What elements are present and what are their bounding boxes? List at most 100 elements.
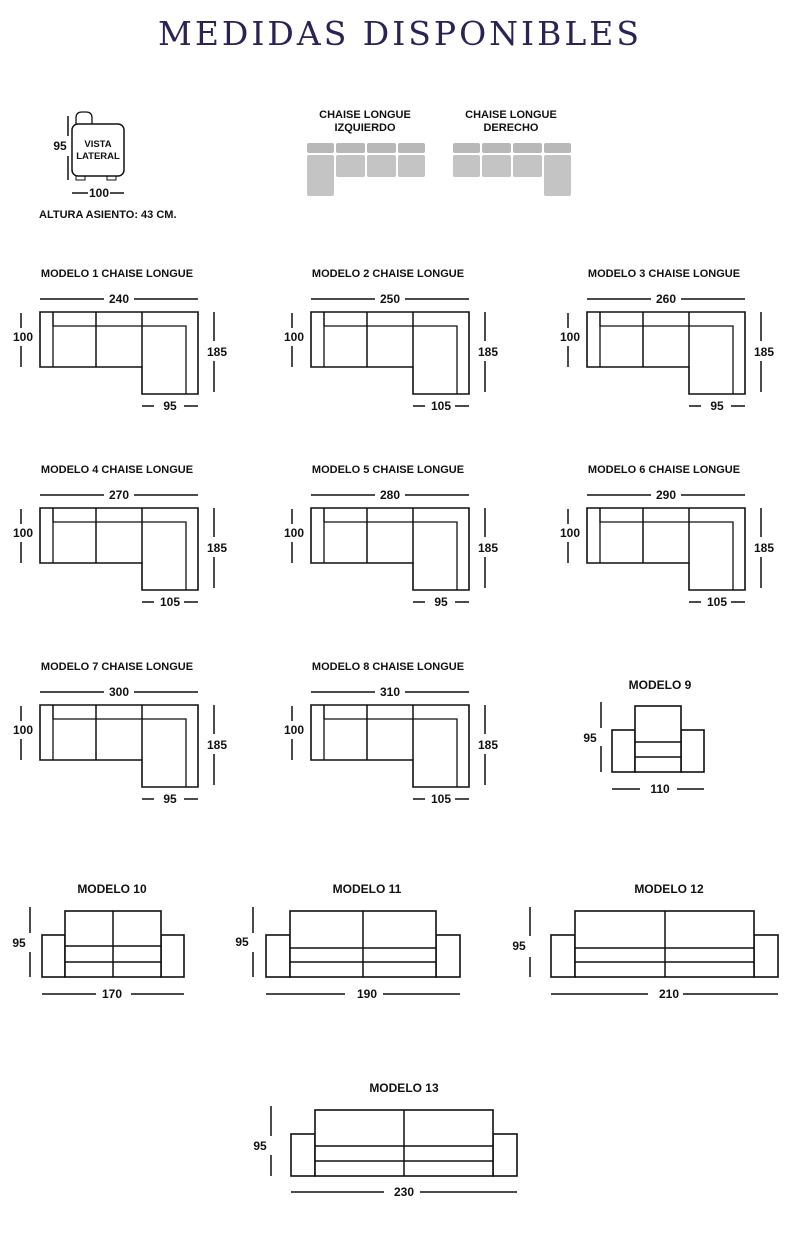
chaise-models-group: MODELO 1 CHAISE LONGUE24010018595MODELO … <box>13 268 774 806</box>
model-title: MODELO 11 <box>333 882 402 896</box>
depth-dimension: 100 <box>560 526 580 540</box>
arm-right <box>680 729 705 773</box>
chaise-left-label-1: CHAISE LONGUE <box>319 109 411 121</box>
width-dimension: 230 <box>394 1185 414 1199</box>
backrest-line <box>323 325 458 394</box>
chaise-width-dimension: 95 <box>434 595 448 609</box>
sofa-outline <box>39 311 199 395</box>
side-view-depth: 100 <box>89 186 109 200</box>
side-view: VISTA LATERAL 95 100 ALTURA ASIENTO: 43 … <box>39 111 177 221</box>
chaise-model-1: MODELO 1 CHAISE LONGUE 240 100 185 95 <box>13 268 227 413</box>
backrest-line <box>599 325 734 394</box>
arm-left <box>265 934 291 978</box>
arm-left <box>550 934 576 978</box>
total-depth-dimension: 185 <box>478 738 498 752</box>
width-dimension: 170 <box>102 987 122 1001</box>
arm-left <box>611 729 636 773</box>
model-title: MODELO 9 <box>629 678 692 692</box>
model-title: MODELO 4 CHAISE LONGUE <box>41 464 193 476</box>
sofa-outline <box>586 311 746 395</box>
backrest-line <box>323 521 458 590</box>
chaise-width-dimension: 95 <box>710 399 724 413</box>
side-view-height: 95 <box>53 139 67 153</box>
backrest-line <box>52 718 187 787</box>
sofa-model-9: MODELO 9 95 110 <box>583 678 705 796</box>
chaise-width-dimension: 105 <box>160 595 180 609</box>
arm-right <box>492 1133 518 1177</box>
backrest-line <box>52 325 187 394</box>
model-title: MODELO 7 CHAISE LONGUE <box>41 661 193 673</box>
chaise-right-label-1: CHAISE LONGUE <box>465 109 557 121</box>
side-view-label-2: LATERAL <box>76 151 120 162</box>
backrest-line <box>52 521 187 590</box>
total-depth-dimension: 185 <box>478 345 498 359</box>
chaise-right-label-2: DERECHO <box>483 122 538 134</box>
chaise-width-dimension: 95 <box>163 792 177 806</box>
width-dimension: 210 <box>659 987 679 1001</box>
total-depth-dimension: 185 <box>207 345 227 359</box>
side-view-outline <box>71 123 125 177</box>
model-title: MODELO 13 <box>369 1081 439 1095</box>
sofa-outline <box>586 507 746 591</box>
height-dimension: 95 <box>583 731 597 745</box>
width-dimension: 110 <box>650 782 670 796</box>
total-depth-dimension: 185 <box>478 541 498 555</box>
width-dimension: 310 <box>380 685 400 699</box>
model-title: MODELO 6 CHAISE LONGUE <box>588 464 740 476</box>
depth-dimension: 100 <box>284 330 304 344</box>
model-title: MODELO 8 CHAISE LONGUE <box>312 661 464 673</box>
model-title: MODELO 12 <box>634 882 704 896</box>
backrest <box>634 705 682 773</box>
chaise-model-4: MODELO 4 CHAISE LONGUE 270 100 185 105 <box>13 464 227 609</box>
depth-dimension: 100 <box>13 330 33 344</box>
depth-dimension: 100 <box>560 330 580 344</box>
chaise-width-dimension: 95 <box>163 399 177 413</box>
total-depth-dimension: 185 <box>207 541 227 555</box>
depth-dimension: 100 <box>13 723 33 737</box>
arm-left <box>290 1133 316 1177</box>
width-dimension: 270 <box>109 488 129 502</box>
chaise-width-dimension: 105 <box>431 792 451 806</box>
width-dimension: 250 <box>380 292 400 306</box>
depth-dimension: 100 <box>284 723 304 737</box>
backrest-line <box>599 521 734 590</box>
depth-dimension: 100 <box>13 526 33 540</box>
model-title: MODELO 1 CHAISE LONGUE <box>41 268 193 280</box>
model-title: MODELO 10 <box>77 882 147 896</box>
width-dimension: 290 <box>656 488 676 502</box>
width-dimension: 300 <box>109 685 129 699</box>
backrest-line <box>323 718 458 787</box>
sofa-model-12: MODELO 12 95 210 <box>512 882 779 1001</box>
chaise-left-label-2: IZQUIERDO <box>334 122 396 134</box>
chaise-width-dimension: 105 <box>431 399 451 413</box>
chaise-model-8: MODELO 8 CHAISE LONGUE 310 100 185 105 <box>284 661 498 806</box>
chaise-right-render: CHAISE LONGUE DERECHO <box>453 109 571 196</box>
width-dimension: 240 <box>109 292 129 306</box>
height-dimension: 95 <box>235 935 249 949</box>
chaise-width-dimension: 105 <box>707 595 727 609</box>
height-dimension: 95 <box>512 939 526 953</box>
arm-right <box>753 934 779 978</box>
model-title: MODELO 2 CHAISE LONGUE <box>312 268 464 280</box>
sofa-outline <box>39 507 199 591</box>
sofa-outline <box>310 507 470 591</box>
arm-right <box>435 934 461 978</box>
sofa-model-13: MODELO 13 95 230 <box>253 1081 518 1199</box>
chaise-left-render: CHAISE LONGUE IZQUIERDO <box>307 109 425 196</box>
sofa-outline <box>39 704 199 788</box>
model-title: MODELO 3 CHAISE LONGUE <box>588 268 740 280</box>
arm-right <box>160 934 185 978</box>
model-title: MODELO 5 CHAISE LONGUE <box>312 464 464 476</box>
arm-left <box>41 934 66 978</box>
height-dimension: 95 <box>253 1139 267 1153</box>
sofa-outline <box>310 704 470 788</box>
sofa-outline <box>310 311 470 395</box>
